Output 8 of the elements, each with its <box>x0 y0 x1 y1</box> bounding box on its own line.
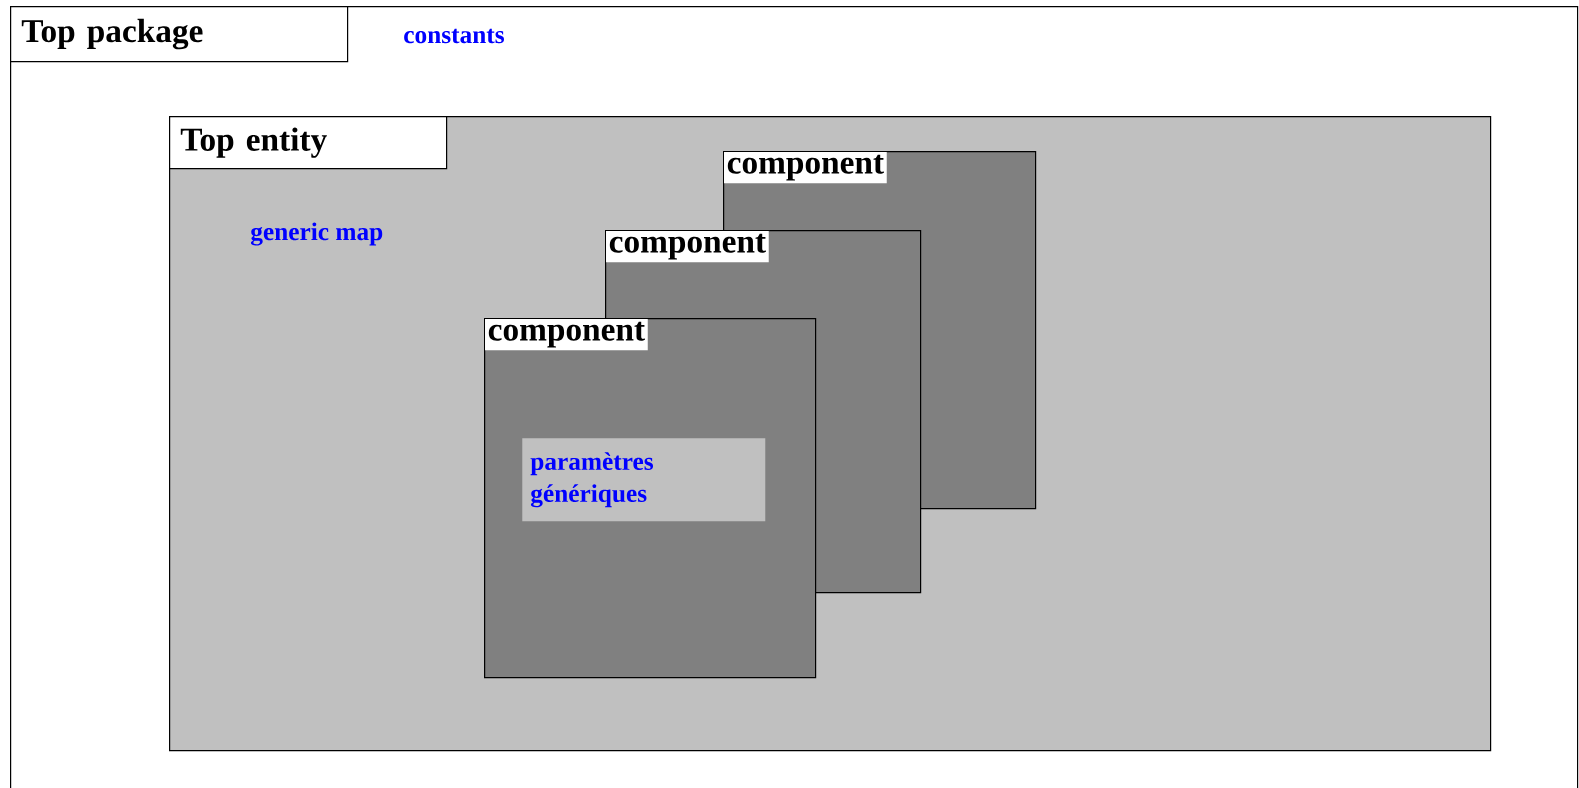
component-header: component <box>724 152 887 184</box>
component-header: component <box>485 319 648 351</box>
parameter-box: paramètres génériques <box>522 438 766 522</box>
component-header: component <box>606 231 769 263</box>
keyword-label: constants <box>404 28 504 44</box>
title-tab: Top package <box>10 6 349 63</box>
title-tab: Top entity <box>169 116 448 170</box>
keyword-label: generic map <box>250 222 383 246</box>
